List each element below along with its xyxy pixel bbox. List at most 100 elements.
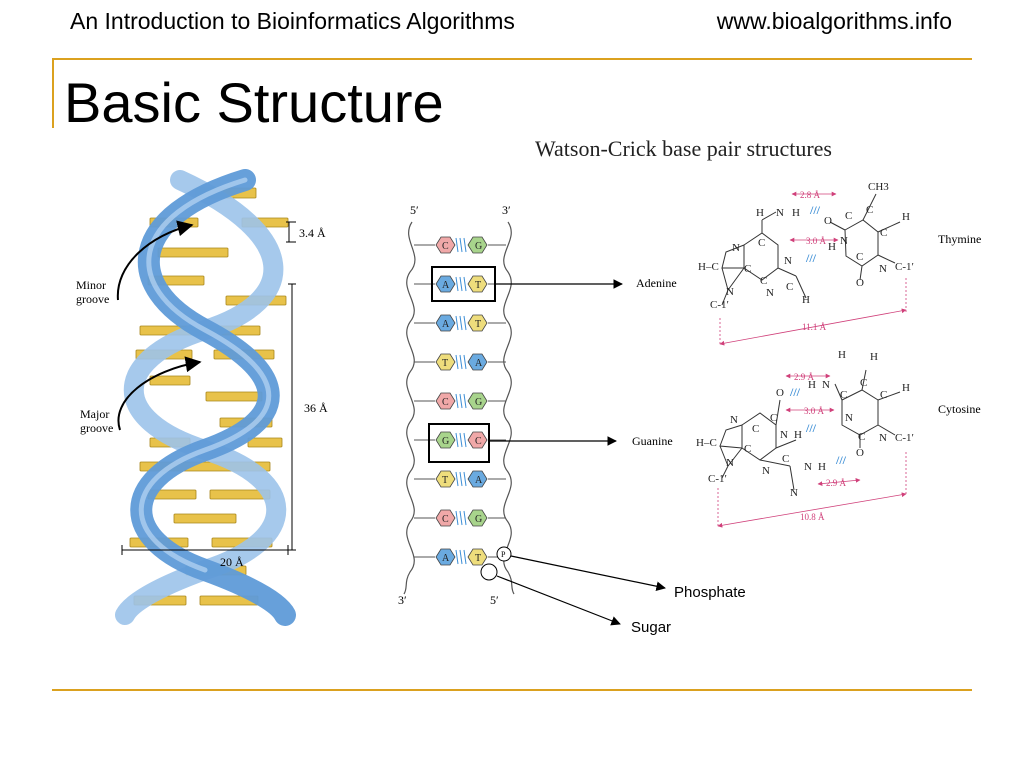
double-helix: Minor groove Major groove 3.4 Å 36 Å 20 …	[76, 169, 328, 626]
phosphate-pointer	[510, 555, 666, 591]
pitch-marker	[288, 283, 296, 551]
gc-atom-c1: C	[770, 412, 777, 424]
gc-atom-n7: N	[822, 379, 830, 391]
at-atom-o1: O	[824, 215, 832, 227]
at-atom-h-c: H–C	[698, 261, 719, 273]
helix-base-rung	[157, 247, 229, 258]
ladder-base-left	[435, 509, 456, 527]
guanine-cytosine-structure: H H N H C C C H N C O N C-1′ N O C H–C C…	[696, 349, 914, 528]
at-atom-h2: H	[792, 207, 800, 219]
phosphate-circle	[496, 546, 512, 562]
gc-distance-1: 2.9 Å	[794, 372, 815, 382]
at-atom-n5: N	[766, 287, 774, 299]
at-atom-n3: N	[784, 255, 792, 267]
ladder-base-left-letter: C	[442, 397, 449, 408]
gc-hydrogen-bonds: /// /// ///	[789, 385, 847, 467]
svg-text:///: ///	[805, 251, 817, 265]
gc-atom-h1: H	[838, 349, 846, 361]
slide-title: Basic Structure	[64, 71, 444, 134]
at-atom-c7: C	[866, 204, 873, 216]
ladder-base-right-letter: G	[475, 241, 482, 252]
ladder-base-right-letter: A	[475, 358, 483, 369]
gc-atom-n6: N	[804, 461, 812, 473]
backbone-left	[403, 221, 416, 595]
svg-text:///: ///	[809, 203, 821, 217]
ladder-base-right-letter: G	[475, 514, 482, 525]
gc-atom-h2: H	[808, 379, 816, 391]
at-distance-lines	[719, 191, 907, 346]
gc-atom-o2: O	[856, 447, 864, 459]
footer-rule	[52, 689, 972, 691]
major-groove-label-1: Major	[80, 407, 109, 421]
ladder-bottom-left-label: 3′	[398, 593, 407, 607]
rise-label: 3.4 Å	[299, 226, 326, 240]
ladder-base-left	[435, 431, 456, 449]
ladder-top-right-label: 3′	[502, 203, 511, 217]
adenine-thymine-structure: H N H N H–C C N C N C N C H C-1′ O C CH3…	[698, 181, 914, 346]
at-atom-h6: H	[828, 241, 836, 253]
width-marker	[121, 545, 289, 555]
website-url[interactable]: www.bioalgorithms.info	[716, 8, 952, 34]
ladder-base-right	[467, 392, 488, 410]
ladder-base-right	[467, 314, 488, 332]
minor-groove-label-2: groove	[76, 292, 109, 306]
ladder-base-left-letter: A	[442, 280, 450, 291]
gc-atom-c8: C	[880, 389, 887, 401]
at-atom-n1: N	[776, 207, 784, 219]
at-atom-h4: H	[802, 294, 810, 306]
gc-bonds	[719, 369, 901, 491]
ladder-base-right	[467, 470, 488, 488]
cytosine-label: Cytosine	[938, 402, 981, 416]
ladder-base-left	[435, 548, 456, 566]
title-rule-left	[52, 58, 54, 128]
helix-strand-highlight	[138, 177, 272, 573]
at-atom-c-1-right: C-1′	[895, 261, 914, 273]
phosphate-label: Phosphate	[674, 584, 746, 601]
minor-groove-arrow	[116, 220, 194, 301]
gc-distance-lines	[717, 373, 907, 528]
ladder-base-right-letter: A	[475, 475, 483, 486]
gc-distance-3: 2.9 Å	[826, 478, 847, 488]
gc-atom-c5: C	[782, 453, 789, 465]
gc-atom-h4: H	[818, 461, 826, 473]
at-atom-n6: N	[840, 235, 848, 247]
at-atom-c-1-left: C-1′	[710, 299, 729, 311]
ladder-base-right-letter: T	[475, 553, 481, 564]
gc-atom-n5: N	[762, 465, 770, 477]
sugar-label: Sugar	[631, 619, 671, 636]
ladder-base-left-letter: C	[442, 241, 449, 252]
gc-atom-c-1-left: C-1′	[708, 473, 727, 485]
gc-atom-n1: N	[730, 414, 738, 426]
at-distance-1: 2.8 Å	[800, 190, 821, 200]
width-label: 20 Å	[220, 555, 244, 569]
course-title: An Introduction to Bioinformatics Algori…	[70, 8, 515, 34]
ladder-base-right	[467, 431, 488, 449]
at-distance-2: 3.0 Å	[806, 236, 827, 246]
ladder-base-right-letter: T	[475, 280, 481, 291]
gc-span: 10.8 Å	[800, 512, 825, 522]
guanine-highlight-box	[428, 423, 490, 463]
helix-base-rung	[149, 375, 191, 386]
gc-atom-o1: O	[776, 387, 784, 399]
at-hydrogen-bonds: /// ///	[805, 203, 821, 265]
helix-base-rung	[247, 437, 283, 448]
ladder-base-right-letter: C	[475, 436, 482, 447]
ladder-base-right-letter: T	[475, 319, 481, 330]
at-atom-ch3: CH3	[868, 181, 889, 193]
ladder-base-left-letter: T	[442, 475, 448, 486]
at-atom-c9: C	[856, 251, 863, 263]
ladder-base-left-letter: A	[442, 319, 450, 330]
gc-atom-n9: N	[879, 432, 887, 444]
ladder-base-left-letter: C	[442, 514, 449, 525]
ladder-base-right	[467, 236, 488, 254]
